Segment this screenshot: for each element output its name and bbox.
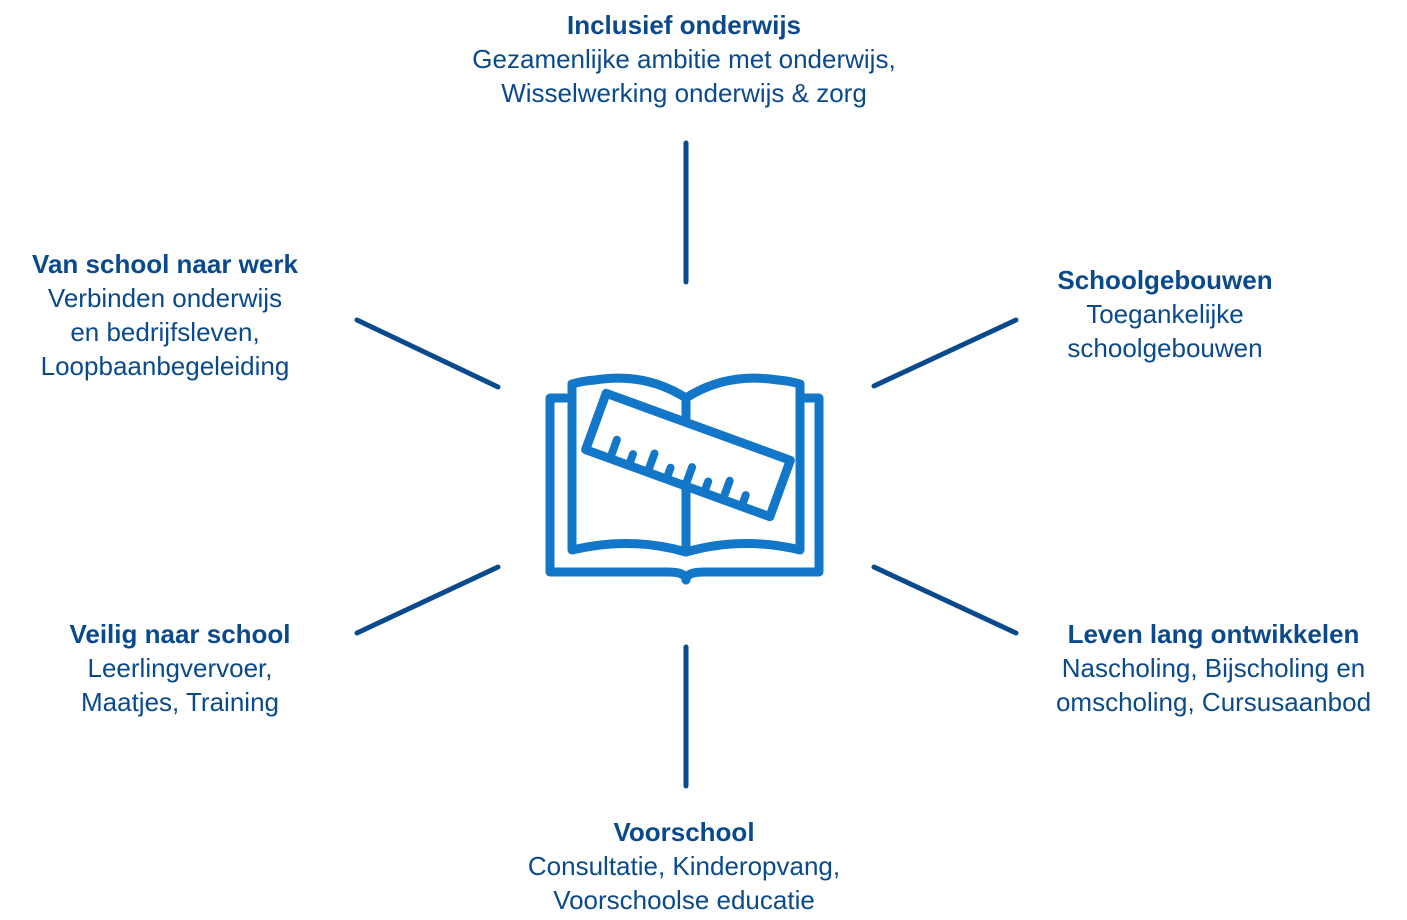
node-text: Loopbaanbegeleiding xyxy=(40,351,290,381)
connector-top-left xyxy=(354,317,501,390)
ruler-icon xyxy=(581,388,795,522)
node-title: Van school naar werk xyxy=(32,249,298,279)
node-text: schoolgebouwen xyxy=(1067,333,1263,363)
book-cover-right xyxy=(681,393,824,585)
node-text: Wisselwerking onderwijs & zorg xyxy=(501,78,867,108)
node-title: Voorschool xyxy=(613,817,755,847)
node-schoolgebouwen: Schoolgebouwen Toegankelijke schoolgebou… xyxy=(1000,263,1330,365)
node-inclusief-onderwijs: Inclusief onderwijs Gezamenlijke ambitie… xyxy=(404,8,964,110)
node-text: Toegankelijke xyxy=(1086,299,1244,329)
node-text: Verbinden onderwijs xyxy=(47,283,283,313)
connector-top-right xyxy=(871,317,1019,389)
open-book-with-ruler-icon xyxy=(545,373,824,585)
node-text: Consultatie, Kinderopvang, xyxy=(527,851,841,881)
node-text: Voorschoolse educatie xyxy=(553,885,815,915)
node-title: Schoolgebouwen xyxy=(1057,265,1273,295)
connector-bottom-right xyxy=(871,564,1019,636)
book-page-left xyxy=(567,373,691,557)
node-text: en bedrijfsleven, xyxy=(70,317,260,347)
node-veilig-naar-school: Veilig naar school Leerlingvervoer, Maat… xyxy=(25,617,335,719)
node-text: Leerlingvervoer, xyxy=(87,653,273,683)
node-title: Leven lang ontwikkelen xyxy=(1067,619,1360,649)
node-text: Nascholing, Bijscholing en xyxy=(1061,653,1366,683)
node-text: Maatjes, Training xyxy=(81,687,279,717)
connector-bottom-left xyxy=(354,564,501,636)
node-text: Gezamenlijke ambitie met onderwijs, xyxy=(472,44,896,74)
node-title: Inclusief onderwijs xyxy=(566,10,802,40)
node-title: Veilig naar school xyxy=(69,619,291,649)
node-text: omscholing, Cursusaanbod xyxy=(1055,687,1372,717)
node-voorschool: Voorschool Consultatie, Kinderopvang, Vo… xyxy=(434,815,934,917)
book-page-right xyxy=(681,373,805,557)
node-van-school-naar-werk: Van school naar werk Verbinden onderwijs… xyxy=(0,247,330,383)
node-leven-lang-ontwikkelen: Leven lang ontwikkelen Nascholing, Bijsc… xyxy=(1020,617,1407,719)
